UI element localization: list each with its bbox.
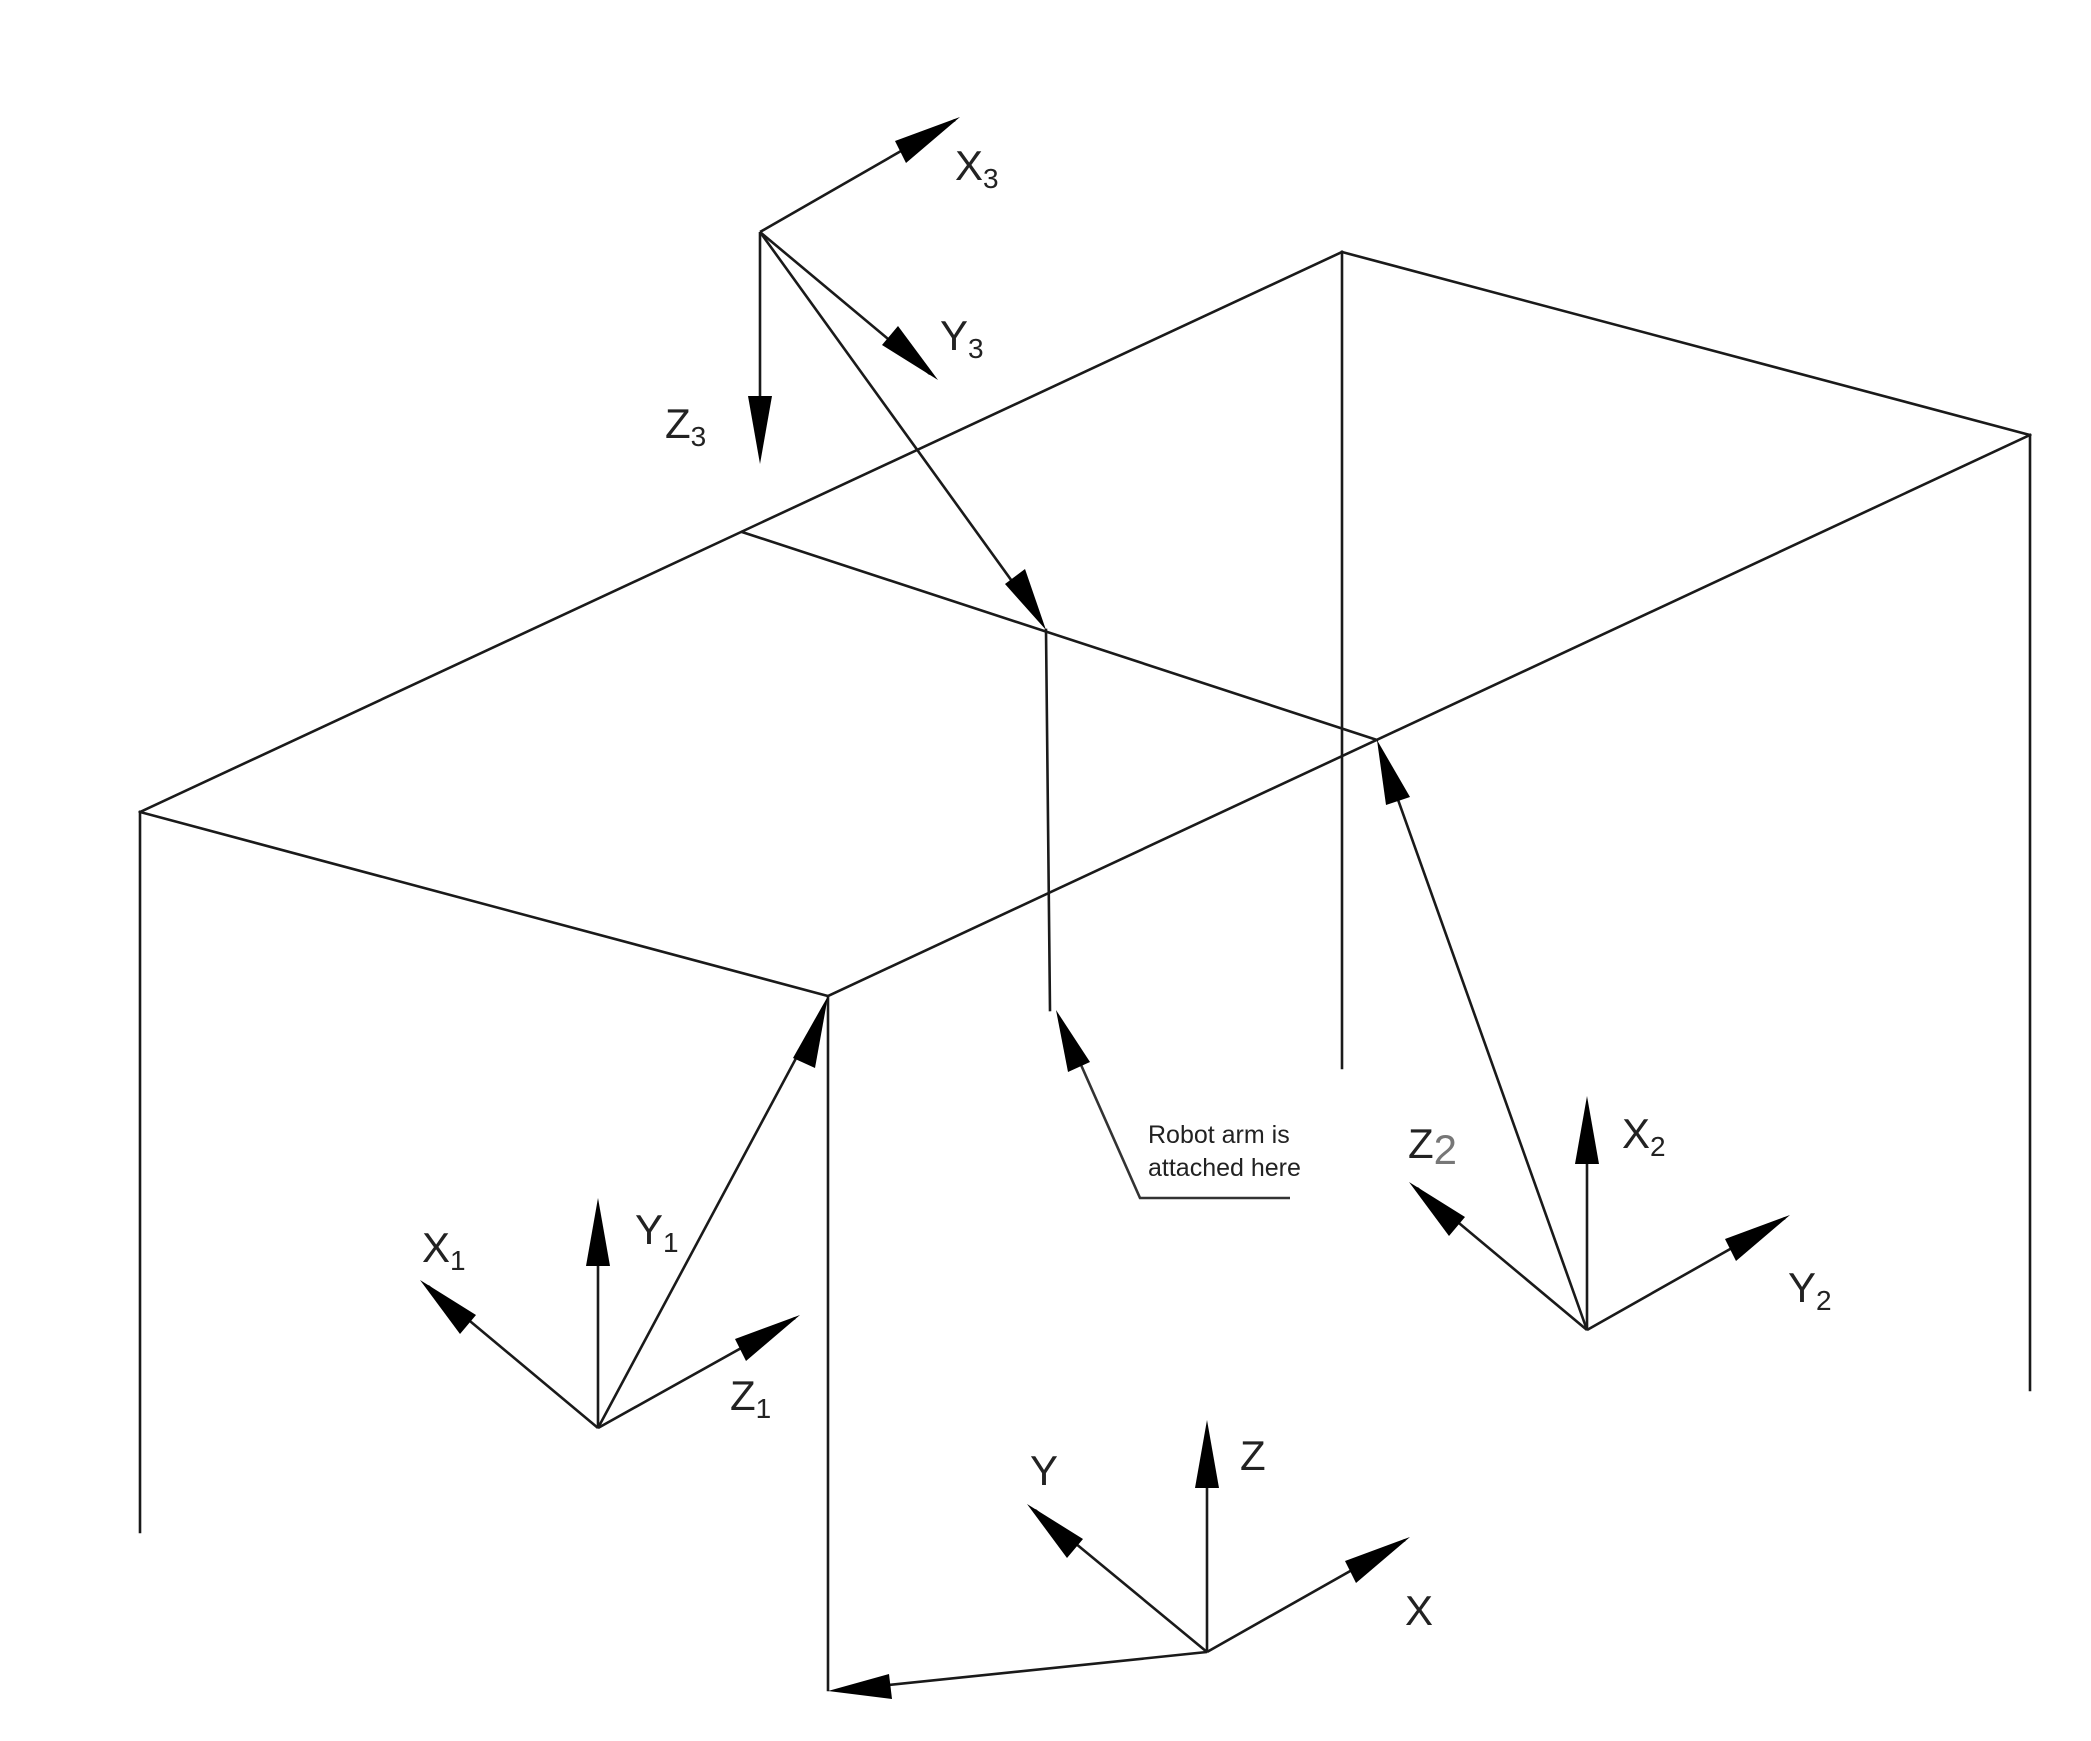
frame2-z-label: Z2	[1408, 1120, 1457, 1173]
frame1-to-corner-vector	[596, 1005, 826, 1429]
frame2-x-subscript: 2	[1650, 1131, 1666, 1162]
frame1-y-arrowhead	[586, 1198, 610, 1266]
frame1-to-corner-arrowhead	[793, 996, 828, 1068]
world-y-arrowhead	[1027, 1504, 1083, 1558]
world-to-frame-origin-vector	[839, 1650, 1208, 1692]
frame3-x-subscript: 3	[983, 163, 999, 194]
frame-3: X3 Y3 Z3	[665, 117, 1046, 630]
world-y-label: Y	[1030, 1447, 1058, 1494]
frame3-z-subscript: 3	[691, 421, 707, 452]
gantry-frame	[138, 250, 2032, 1692]
frame1-z-letter: Z	[730, 1372, 756, 1419]
frame3-y-subscript: 3	[968, 333, 984, 364]
frame2-x-letter: X	[1622, 1110, 1650, 1157]
robot-arm-annotation: Robot arm is attached here	[1056, 1010, 1301, 1200]
frame3-y-arrowhead	[882, 326, 938, 380]
frame3-x-letter: X	[955, 142, 983, 189]
frame2-y-arrowhead	[1725, 1215, 1790, 1261]
frame3-z-arrowhead	[748, 396, 772, 464]
frame1-z-arrowhead	[735, 1315, 800, 1361]
frame3-z-label: Z3	[665, 400, 706, 452]
frame2-z-letter: Z	[1408, 1120, 1434, 1167]
frame-cross-beam	[740, 530, 1379, 742]
frame3-z-letter: Z	[665, 400, 691, 447]
frame1-z-label: Z1	[730, 1372, 771, 1424]
world-x-arrowhead	[1345, 1537, 1410, 1583]
world-x-label: X	[1405, 1587, 1433, 1634]
frame3-y-label: Y3	[940, 312, 984, 364]
frame2-y-label: Y2	[1788, 1264, 1832, 1316]
frame-top-left-edge	[138, 810, 830, 998]
world-z-arrowhead	[1195, 1420, 1219, 1488]
frame2-to-corner-arrowhead	[1377, 740, 1410, 805]
world-to-frame-arrowhead	[828, 1674, 892, 1699]
frame1-z-subscript: 1	[756, 1393, 772, 1424]
frame1-y-letter: Y	[635, 1206, 663, 1253]
frame-top-back-right-edge	[1340, 250, 2032, 437]
frame3-to-arm-arrowhead	[1005, 569, 1046, 630]
frame3-x-arrowhead	[895, 117, 960, 163]
frame-1: X1 Y1 Z1	[420, 996, 828, 1430]
frame2-to-corner-vector	[1379, 751, 1589, 1331]
frame3-x-label: X3	[955, 142, 999, 194]
world-z-label: Z	[1240, 1432, 1266, 1479]
frame3-to-arm-vector	[758, 231, 1042, 621]
robot-arm-link	[1044, 628, 1052, 1012]
frame2-x-arrowhead	[1575, 1096, 1599, 1164]
frame-2: X2 Y2 Z2	[1377, 740, 1832, 1332]
frame3-y-letter: Y	[940, 312, 968, 359]
annotation-text-line2: attached here	[1148, 1154, 1301, 1182]
frame1-y-label: Y1	[635, 1206, 679, 1258]
frame-top-front-right-edge	[826, 433, 2032, 998]
frame2-y-subscript: 2	[1816, 1285, 1832, 1316]
frame2-z-arrowhead	[1409, 1182, 1465, 1236]
frame1-y-subscript: 1	[663, 1227, 679, 1258]
frame2-z-subscript: 2	[1434, 1126, 1457, 1173]
annotation-arrowhead	[1056, 1010, 1090, 1072]
annotation-text-line1: Robot arm is	[1148, 1121, 1290, 1149]
frame2-y-letter: Y	[1788, 1264, 1816, 1311]
annotation-leader-line	[1060, 1021, 1290, 1200]
frame2-x-label: X2	[1622, 1110, 1666, 1162]
robot-arm-polyline	[1044, 628, 1052, 1012]
frame1-x-label: X1	[422, 1224, 466, 1276]
frame1-x-subscript: 1	[450, 1245, 466, 1276]
frame1-x-arrowhead	[420, 1280, 476, 1334]
world-frame: Z Y X	[828, 1420, 1433, 1699]
frame1-x-letter: X	[422, 1224, 450, 1271]
